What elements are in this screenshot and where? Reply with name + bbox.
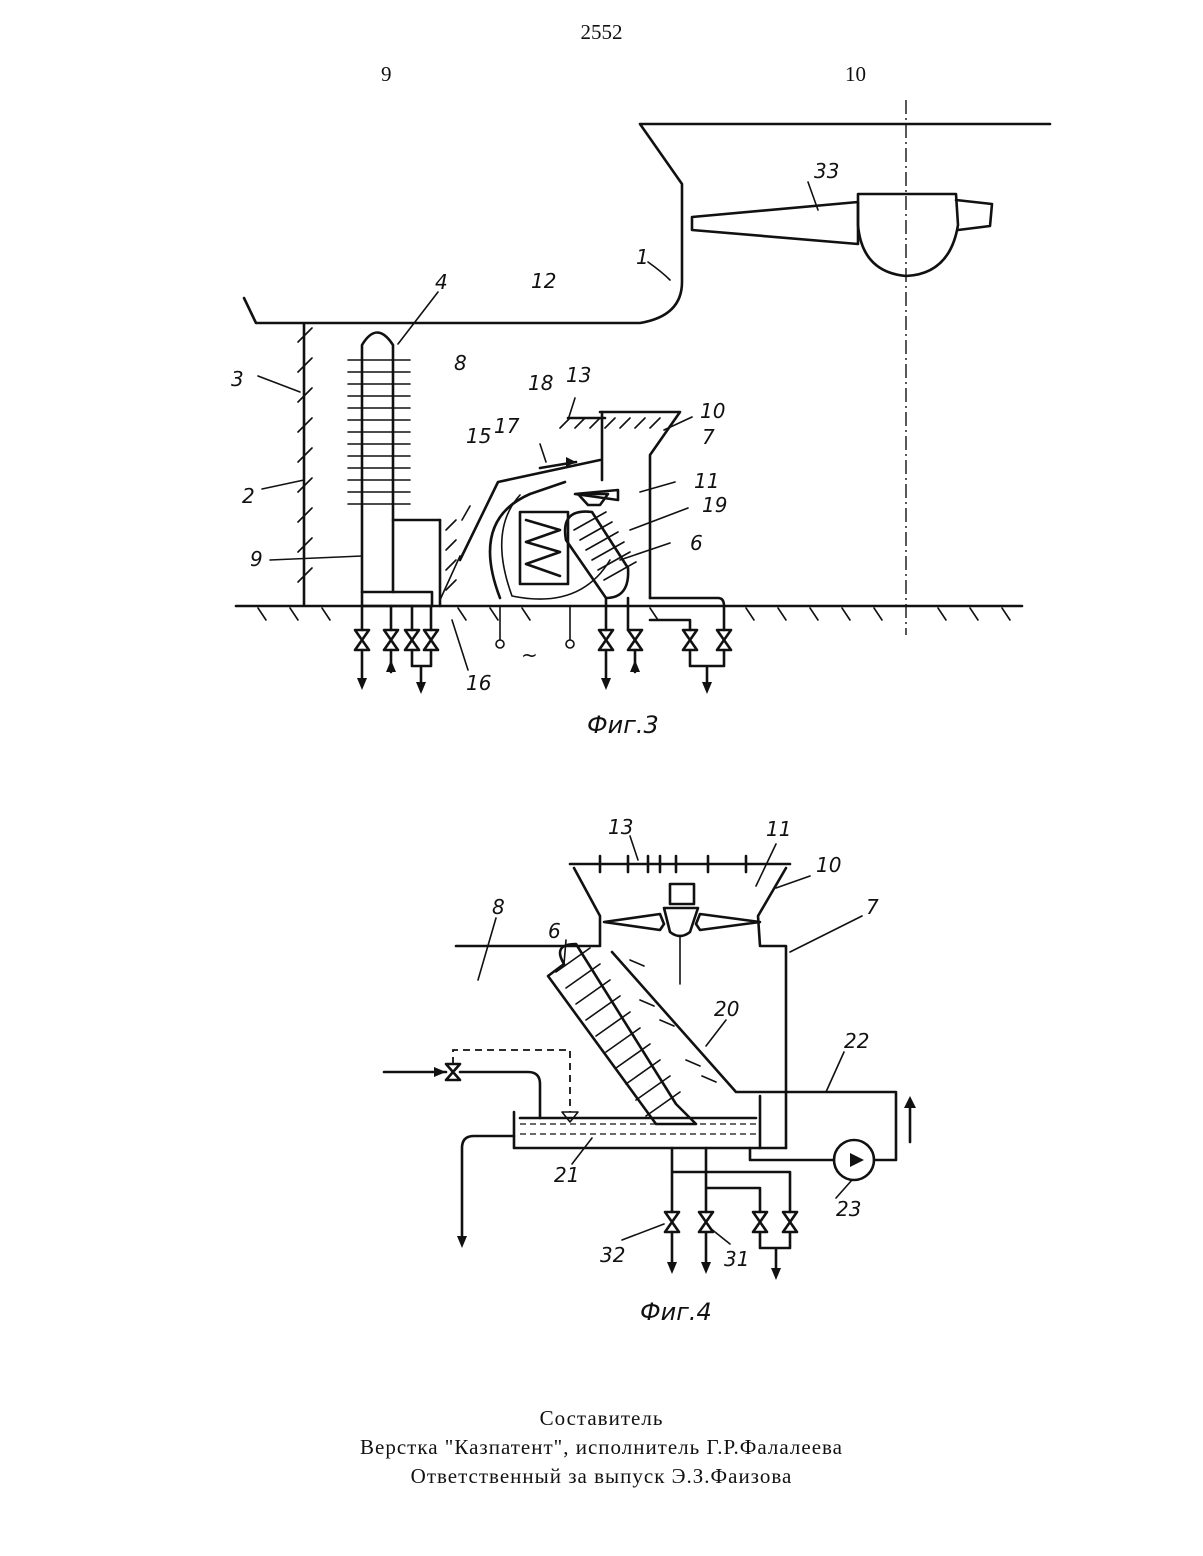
figure-4-caption: Фиг.4	[640, 1298, 712, 1326]
label-10: 10	[816, 853, 841, 877]
coil-19	[565, 512, 724, 630]
label-8: 8	[492, 895, 505, 919]
wall-8-hatch	[446, 520, 456, 590]
wall-3-hatch	[298, 328, 312, 582]
label-tilde: ~	[521, 643, 538, 667]
label-11: 11	[766, 817, 791, 841]
figure-3: 4 12 1 33 3 2 9 8 13 18 15 17 10 7 11 19…	[231, 100, 1050, 739]
label-17: 17	[494, 414, 520, 438]
footer-compiler: Составитель	[0, 1406, 1203, 1431]
label-9: 9	[250, 547, 263, 571]
label-3: 3	[231, 367, 244, 391]
label-32: 32	[600, 1243, 625, 1267]
label-6: 6	[690, 531, 703, 555]
footer-responsible: Ответственный за выпуск Э.З.Фаизова	[0, 1464, 1203, 1489]
label-12: 12	[531, 269, 556, 293]
label-20: 20	[714, 997, 739, 1021]
hull-outline	[244, 124, 1050, 323]
label-11: 11	[694, 469, 719, 493]
figure-4: 13 11 10 7 8 6 20 22 21 23 32 31 Фиг.4	[384, 815, 916, 1326]
label-13: 13	[566, 363, 591, 387]
label-7: 7	[702, 425, 715, 449]
figure-3-caption: Фиг.3	[587, 711, 659, 739]
label-18: 18	[528, 371, 553, 395]
footer-layout: Верстка "Казпатент", исполнитель Г.Р.Фал…	[0, 1435, 1203, 1460]
label-21: 21	[554, 1163, 579, 1187]
duct-18	[460, 457, 610, 599]
inlet-pipe	[384, 1050, 578, 1122]
label-31: 31	[724, 1247, 749, 1271]
distributor-13	[570, 856, 790, 872]
label-33: 33	[814, 159, 839, 183]
drain-outlet	[462, 1136, 514, 1240]
label-1: 1	[636, 245, 649, 269]
pump-loop-22	[750, 1092, 916, 1180]
label-22: 22	[844, 1029, 869, 1053]
baffle-20	[612, 952, 786, 1092]
nozzle-33	[692, 194, 992, 276]
label-10: 10	[700, 399, 725, 423]
label-8: 8	[454, 351, 467, 375]
label-13: 13	[608, 815, 633, 839]
label-15: 15	[466, 424, 491, 448]
finned-tube-4	[348, 333, 440, 607]
label-7: 7	[866, 895, 879, 919]
finned-tube-6	[548, 944, 696, 1124]
tank-21	[514, 1096, 786, 1148]
label-6: 6	[548, 919, 561, 943]
ground-hatch	[258, 608, 1010, 620]
label-23: 23	[836, 1197, 861, 1221]
leader-lines-fig3	[258, 182, 818, 670]
label-2: 2	[242, 484, 255, 508]
label-4: 4	[435, 270, 448, 294]
label-16: 16	[466, 671, 491, 695]
label-19: 19	[702, 493, 727, 517]
